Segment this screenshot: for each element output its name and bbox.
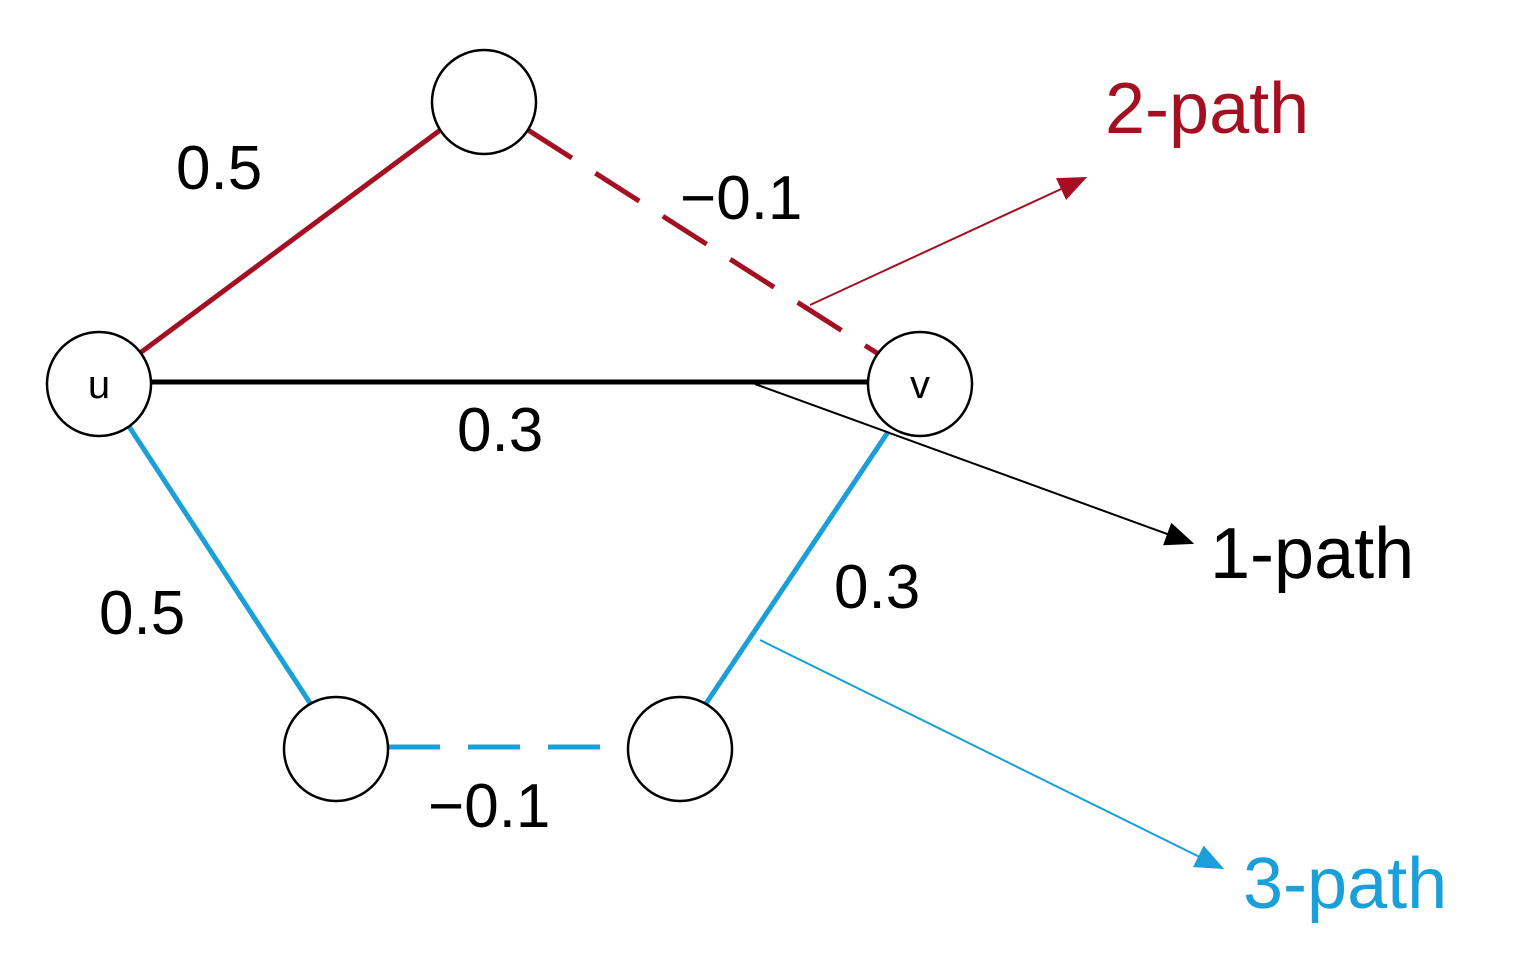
weight-top-v: −0.1 [680,164,802,233]
weight-u-top: 0.5 [176,134,262,203]
node-bottom-left [282,695,390,803]
node-u: u [45,330,153,438]
edge-bottom-right-v [702,430,891,707]
weight-u-bottom-left: 0.5 [99,579,185,648]
node-v-label: v [910,363,930,407]
weight-u-v: 0.3 [457,396,543,465]
arrow-3-path [759,639,1225,870]
edge-u-top [138,125,445,356]
node-v: v [866,330,974,438]
weight-bottom-right-v: 0.3 [834,553,920,622]
weight-bottom-left-bottom-right: −0.1 [428,772,550,841]
arrow-1-path [754,383,1195,546]
edge-u-bottom-left [125,423,313,705]
label-1-path: 1-path [1210,514,1414,594]
arrow-2-path [809,176,1088,306]
node-top [430,48,538,156]
label-3-path: 3-path [1243,844,1447,924]
node-u-label: u [88,363,110,407]
node-bottom-right [626,695,734,803]
edge-top-v [526,127,882,358]
label-2-path: 2-path [1105,69,1309,149]
